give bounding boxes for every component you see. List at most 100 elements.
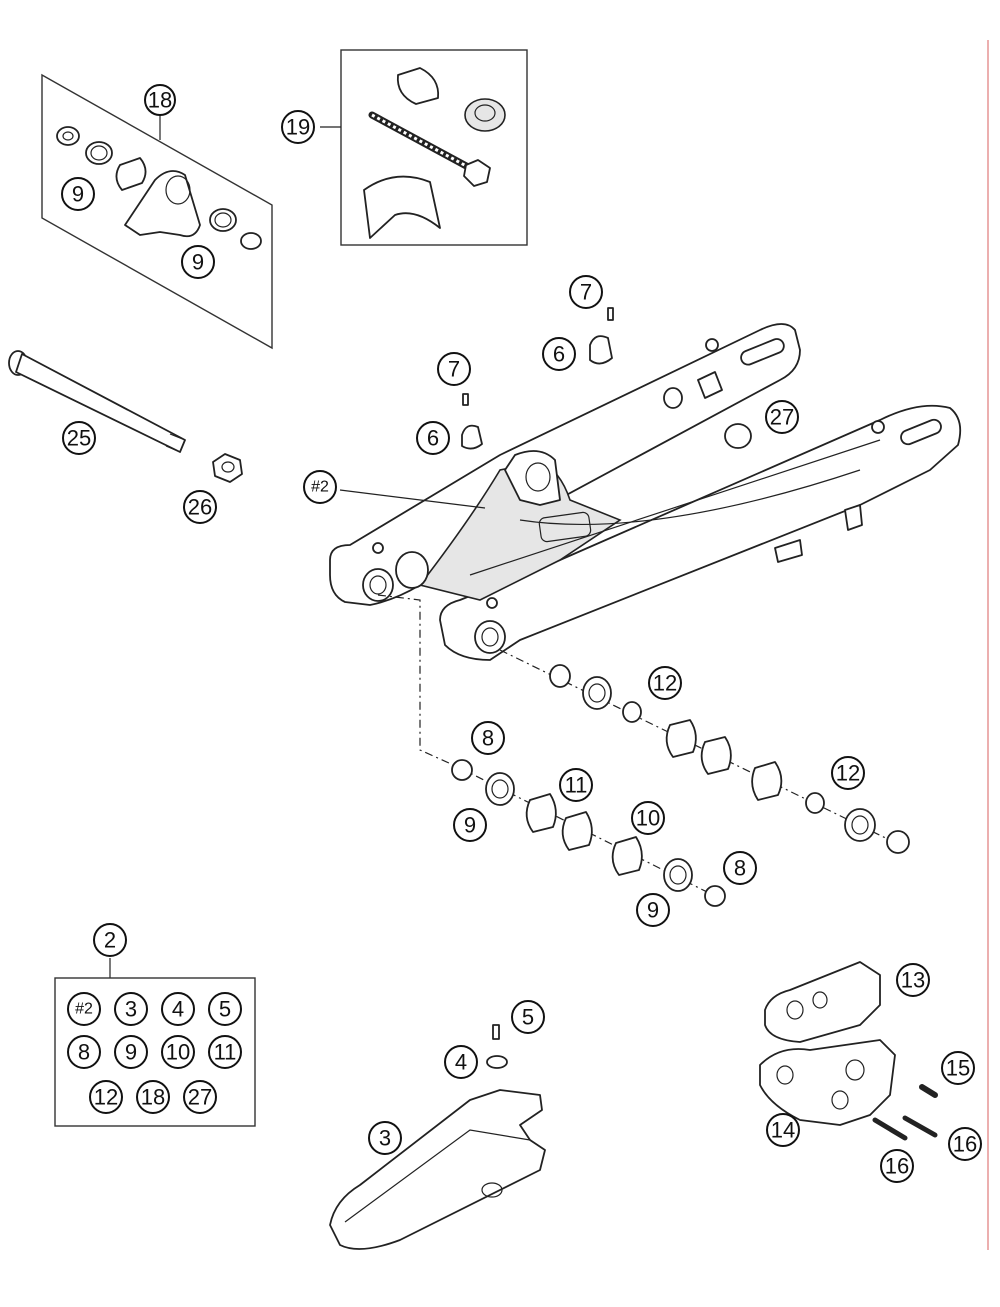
callout-12-a: 12	[648, 666, 682, 700]
kit-2-frame	[54, 977, 256, 1127]
callout-10: 10	[631, 801, 665, 835]
center-bore	[395, 551, 429, 589]
callout-13: 13	[896, 963, 930, 997]
callout-6-a: 6	[542, 337, 576, 371]
axle-block	[697, 371, 723, 399]
swingarm-body	[329, 323, 962, 661]
screw-5	[492, 1024, 500, 1040]
swingarm-left-arm	[329, 323, 801, 606]
callout-8-a: 8	[471, 721, 505, 755]
callout-9-a: 9	[61, 177, 95, 211]
callout-11: 11	[559, 768, 593, 802]
bushing-small	[56, 126, 80, 146]
washer-4	[486, 1055, 508, 1069]
callout-9-b: 9	[181, 245, 215, 279]
brake-line-clamps	[461, 307, 614, 450]
callout-14: 14	[766, 1113, 800, 1147]
callout-27: 27	[765, 400, 799, 434]
callout-16-b: 16	[880, 1149, 914, 1183]
svg-text:7: 7	[580, 280, 592, 305]
svg-text:6: 6	[427, 426, 439, 451]
kit-2-group	[54, 958, 256, 1127]
callout-2: 2	[93, 923, 127, 957]
spacer-sleeve	[396, 67, 440, 105]
right-pivot-bore	[474, 620, 506, 654]
bushing-small-2	[240, 232, 262, 250]
kit-2-item: 3	[114, 992, 148, 1026]
svg-text:11: 11	[565, 773, 588, 798]
svg-text:9: 9	[647, 898, 659, 923]
svg-text:15: 15	[946, 1056, 970, 1081]
svg-text:6: 6	[553, 342, 565, 367]
bolt-15	[919, 1084, 938, 1098]
kit-2-item: 4	[161, 992, 195, 1026]
screw-7-upper	[607, 307, 614, 321]
bolt-head	[463, 159, 491, 187]
callout-8-b: 8	[723, 851, 757, 885]
svg-text:9: 9	[72, 182, 84, 207]
clamp-6-lower	[461, 424, 483, 450]
svg-text:16: 16	[953, 1132, 977, 1157]
kit-2-item: 10	[161, 1035, 195, 1069]
callout-25: 25	[62, 421, 96, 455]
screw-7-lower	[462, 393, 469, 406]
svg-text:8: 8	[734, 856, 746, 881]
leader-h2	[339, 489, 486, 509]
svg-text:16: 16	[885, 1154, 909, 1179]
chain-guide-bracket	[759, 1039, 896, 1126]
svg-text:4: 4	[172, 997, 184, 1022]
kit-2-item: 9	[114, 1035, 148, 1069]
needle-bearing	[115, 157, 147, 191]
chain-slider-group	[329, 1024, 546, 1250]
kit-18-group	[41, 73, 273, 350]
right-axle-slot	[900, 418, 942, 446]
svg-text:9: 9	[125, 1040, 137, 1065]
callout-6-b: 6	[416, 421, 450, 455]
seal-ring-2	[209, 208, 237, 232]
svg-text:3: 3	[379, 1126, 391, 1151]
svg-text:27: 27	[770, 405, 794, 430]
svg-text:13: 13	[901, 968, 925, 993]
left-bearing-stack	[451, 759, 726, 907]
svg-text:19: 19	[286, 115, 310, 140]
assembly-line-left	[377, 594, 461, 769]
svg-text:18: 18	[141, 1085, 165, 1110]
swingarm-axle-group	[8, 350, 243, 483]
svg-text:14: 14	[771, 1118, 795, 1143]
svg-text:7: 7	[448, 357, 460, 382]
svg-text:5: 5	[219, 997, 231, 1022]
callout-3: 3	[368, 1121, 402, 1155]
callout-26: 26	[183, 490, 217, 524]
svg-text:5: 5	[522, 1005, 534, 1030]
kit-19-frame	[340, 49, 528, 246]
shock-mount	[504, 450, 561, 506]
svg-text:8: 8	[78, 1040, 90, 1065]
svg-text:18: 18	[148, 88, 172, 113]
svg-text:12: 12	[836, 761, 860, 786]
left-axle-slot	[740, 338, 785, 366]
axle-nut	[212, 453, 243, 483]
slider-recess	[538, 511, 592, 543]
pivot-cup	[464, 98, 506, 132]
svg-text:10: 10	[636, 806, 660, 831]
bolt-16b	[872, 1117, 908, 1141]
callout-9-d: 9	[636, 893, 670, 927]
swingarm-axle	[15, 353, 186, 453]
callout-12-b: 12	[831, 756, 865, 790]
kit-18-frame	[41, 73, 273, 350]
svg-text:#2: #2	[75, 1001, 93, 1018]
callout-15: 15	[941, 1051, 975, 1085]
svg-text:25: 25	[67, 426, 91, 451]
callout-18: 18	[144, 84, 176, 116]
callout-9-c: 9	[453, 808, 487, 842]
svg-text:8: 8	[482, 726, 494, 751]
svg-text:2: 2	[104, 928, 116, 953]
callout-19: 19	[281, 110, 315, 144]
chain-guide-tab	[844, 504, 863, 531]
kit-2-item: 27	[183, 1080, 217, 1114]
svg-text:#2: #2	[311, 479, 329, 496]
svg-text:3: 3	[125, 997, 137, 1022]
